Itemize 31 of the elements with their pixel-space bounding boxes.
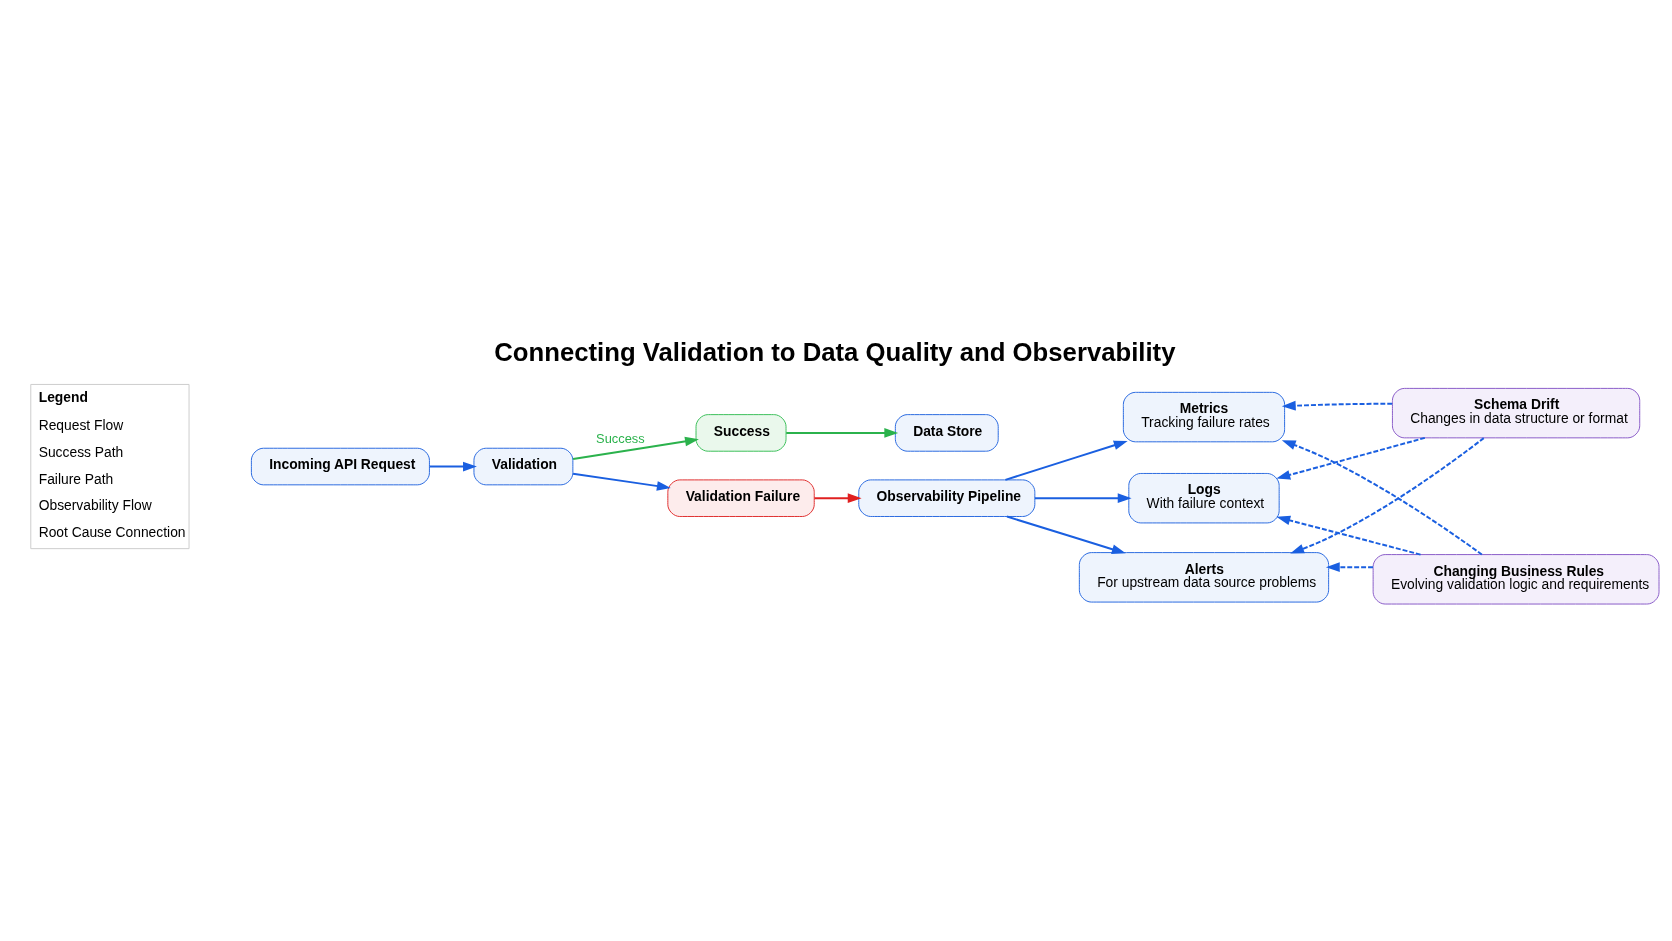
arrow xyxy=(785,428,899,438)
node-box: Alerts For upstream data source problems xyxy=(1078,552,1330,603)
arrow xyxy=(813,493,862,504)
node-box: Metrics Tracking failure rates xyxy=(1122,391,1286,443)
arrow xyxy=(1281,400,1394,411)
legend-label: Success Path xyxy=(38,443,124,460)
node-box: Validation xyxy=(473,447,574,486)
arrow xyxy=(1276,436,1426,480)
node-box: Data Store xyxy=(894,414,999,452)
edge-label: Success xyxy=(596,431,645,447)
legend-label: Failure Path xyxy=(38,470,114,487)
arrow xyxy=(1033,493,1132,504)
node-box: Logs With failure context xyxy=(1128,472,1280,524)
arrow xyxy=(1006,515,1126,554)
node-box: Observability Pipeline xyxy=(858,479,1036,517)
arrow xyxy=(1004,440,1128,481)
arrow xyxy=(1276,515,1422,556)
arrow xyxy=(1325,562,1374,572)
legend-label: Request Flow xyxy=(38,417,124,434)
node-box: Success xyxy=(695,414,787,452)
node-box: Incoming API Request xyxy=(250,447,430,486)
node-box: Validation Failure xyxy=(667,479,815,517)
arrow xyxy=(428,461,477,472)
label: Legend xyxy=(38,389,88,406)
diagram-title: Connecting Validation to Data Quality and Observability xyxy=(494,337,1176,366)
node-box: Changing Business Rules Evolving validation logic and requirements xyxy=(1372,554,1660,605)
legend-label: Observability Flow xyxy=(38,497,152,514)
arrow xyxy=(572,472,671,491)
legend-label: Root Cause Connection xyxy=(38,523,186,540)
node-box: Schema Drift Changes in data structure or format xyxy=(1391,387,1641,439)
arrow xyxy=(572,436,699,460)
